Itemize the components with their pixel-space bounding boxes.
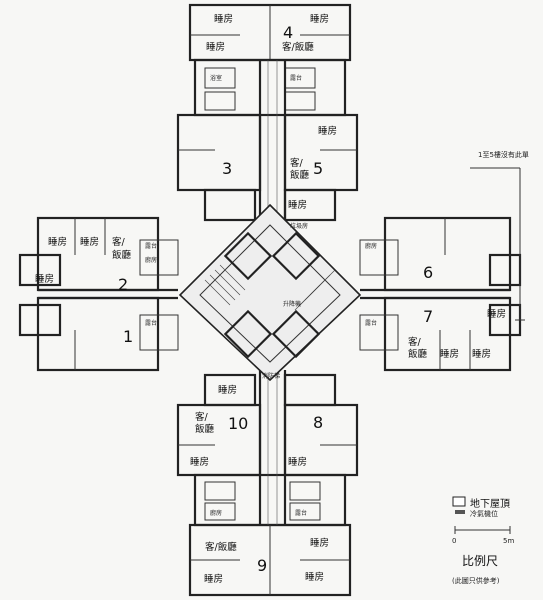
room-label: 飯廳 (112, 249, 132, 261)
unit-number: 4 (283, 23, 293, 42)
basement-roof-swatch (452, 496, 466, 507)
room-label: 露台 (365, 319, 377, 327)
core-label: 升降機 (283, 300, 301, 308)
room-label: 睡房 (305, 571, 324, 583)
room-label: 露台 (145, 242, 157, 250)
unit-number: 3 (222, 159, 232, 178)
room-label: 客/ (195, 411, 209, 423)
unit-number: 6 (423, 263, 433, 282)
room-label: 客/ (112, 236, 126, 248)
room-label: 廚房 (145, 256, 157, 264)
room-label: 飯廳 (290, 169, 310, 181)
ac-position-swatch (455, 510, 465, 514)
scale-title: 比例尺 (462, 554, 499, 568)
scale-zero-label: 0 (452, 537, 457, 545)
room-label: 廚房 (210, 509, 222, 517)
room-label: 睡房 (190, 456, 209, 468)
room-label: 浴室 (210, 74, 222, 82)
unit-number: 9 (257, 556, 267, 575)
scale-end-label: 5m (503, 537, 515, 545)
room-label: 睡房 (214, 13, 233, 25)
room-label: 睡房 (288, 456, 307, 468)
room-label: 客/ (290, 157, 304, 169)
unit-number: 5 (313, 159, 323, 178)
room-label: 睡房 (472, 348, 491, 360)
core-label: 垃圾房 (290, 222, 308, 230)
room-label: 客/飯廳 (205, 541, 237, 553)
east-wing (359, 216, 522, 372)
room-label: 睡房 (288, 199, 307, 211)
room-label: 飯廳 (408, 348, 428, 360)
south-wing (176, 370, 359, 597)
room-label: 飯廳 (195, 423, 215, 435)
central-core (178, 203, 362, 382)
unit-number: 1 (123, 327, 133, 346)
room-label: 睡房 (35, 273, 54, 285)
unit-number: 10 (228, 414, 248, 433)
floor-note: 1至5樓沒有此單 (478, 151, 529, 159)
unit-number: 2 (118, 275, 128, 294)
room-label: 客/飯廳 (282, 41, 314, 53)
room-label: 客/ (408, 336, 422, 348)
room-label: 睡房 (48, 236, 67, 248)
ac-position-label: 冷氣機位 (470, 510, 498, 518)
room-label: 露台 (295, 509, 307, 517)
basement-roof-label: 地下屋頂 (470, 499, 510, 510)
room-label: 露台 (290, 74, 302, 82)
room-label: 廚房 (365, 242, 377, 250)
room-label: 睡房 (310, 537, 329, 549)
room-label: 睡房 (487, 308, 506, 320)
north-wing (176, 3, 359, 222)
room-label: 睡房 (440, 348, 459, 360)
unit-number: 8 (313, 413, 323, 432)
room-label: 睡房 (318, 125, 337, 137)
room-label: 睡房 (310, 13, 329, 25)
unit-number: 7 (423, 307, 433, 326)
room-label: 露台 (145, 319, 157, 327)
room-label: 睡房 (80, 236, 99, 248)
room-label: 睡房 (218, 384, 237, 396)
core-label: 消防梯 (262, 372, 280, 380)
west-wing (18, 216, 179, 372)
room-label: 睡房 (204, 573, 223, 585)
reference-note: (此圖只供參考) (452, 577, 500, 585)
room-label: 睡房 (206, 41, 225, 53)
